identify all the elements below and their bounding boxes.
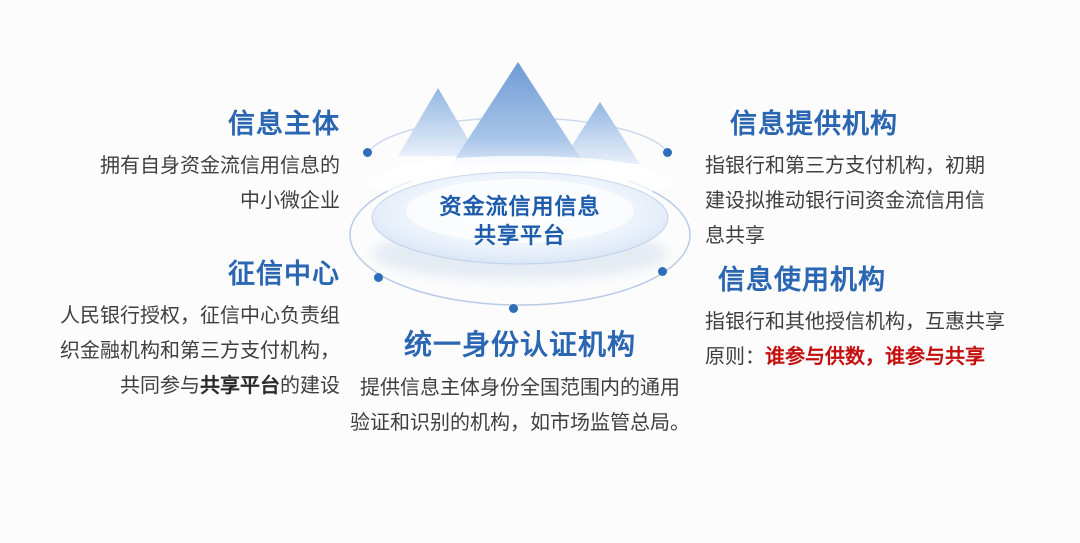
node-credit-center-body-pre: 人民银行授权，征信中心负责组 织金融机构和第三方支付机构， 共同参与 [60,305,340,398]
node-info-subject: 信息主体 拥有自身资金流信用信息的 中小微企业 [30,108,340,219]
platform-title: 资金流信用信息 共享平台 [439,194,601,248]
node-info-user-body-black: 指银行和其他授信机构，互惠共享 原则： [705,311,1005,369]
mountain-right-icon [560,102,640,164]
node-identity-authority-body: 提供信息主体身份全国范围内的通用 验证和识别的机构，如市场监管总局。 [350,376,690,434]
platform-highlight [406,179,634,243]
connector-dot-bottom-left [374,273,383,282]
node-info-subject-title: 信息主体 [228,109,340,139]
connector-dot-bottom-center [509,304,518,313]
node-info-user-title: 信息使用机构 [718,265,886,295]
node-credit-center: 征信中心 人民银行授权，征信中心负责组 织金融机构和第三方支付机构， 共同参与共… [20,258,340,404]
mountain-left-icon [398,88,478,156]
node-info-provider-body: 指银行和第三方支付机构，初期 建设拟推动银行间资金流信用信 息共享 [705,155,985,248]
node-credit-center-body-post: 的建设 [280,375,340,398]
node-info-provider-title: 信息提供机构 [730,109,898,139]
node-info-user-body: 指银行和其他授信机构，互惠共享 原则：谁参与供数，谁参与共享 [705,305,1067,375]
node-info-user-body-red: 谁参与供数，谁参与共享 [765,346,985,369]
connector-dot-top-left [363,148,372,157]
node-info-provider: 信息提供机构 指银行和第三方支付机构，初期 建设拟推动银行间资金流信用信 息共享 [705,108,1057,254]
mountain-center-icon [446,62,590,173]
node-identity-authority: 统一身份认证机构 提供信息主体身份全国范围内的通用 验证和识别的机构，如市场监管… [335,328,705,441]
node-credit-center-body: 人民银行授权，征信中心负责组 织金融机构和第三方支付机构， 共同参与共享平台的建… [20,299,340,404]
node-info-user: 信息使用机构 指银行和其他授信机构，互惠共享 原则：谁参与供数，谁参与共享 [705,264,1067,375]
platform-mountains-illustration [349,62,691,306]
node-info-subject-body: 拥有自身资金流信用信息的 中小微企业 [100,155,340,213]
node-credit-center-body-bold: 共享平台 [200,375,280,398]
node-identity-authority-title: 统一身份认证机构 [403,329,636,360]
connector-dot-bottom-right [658,267,667,276]
node-credit-center-title: 征信中心 [228,259,340,289]
connector-dot-top-right [663,148,672,157]
